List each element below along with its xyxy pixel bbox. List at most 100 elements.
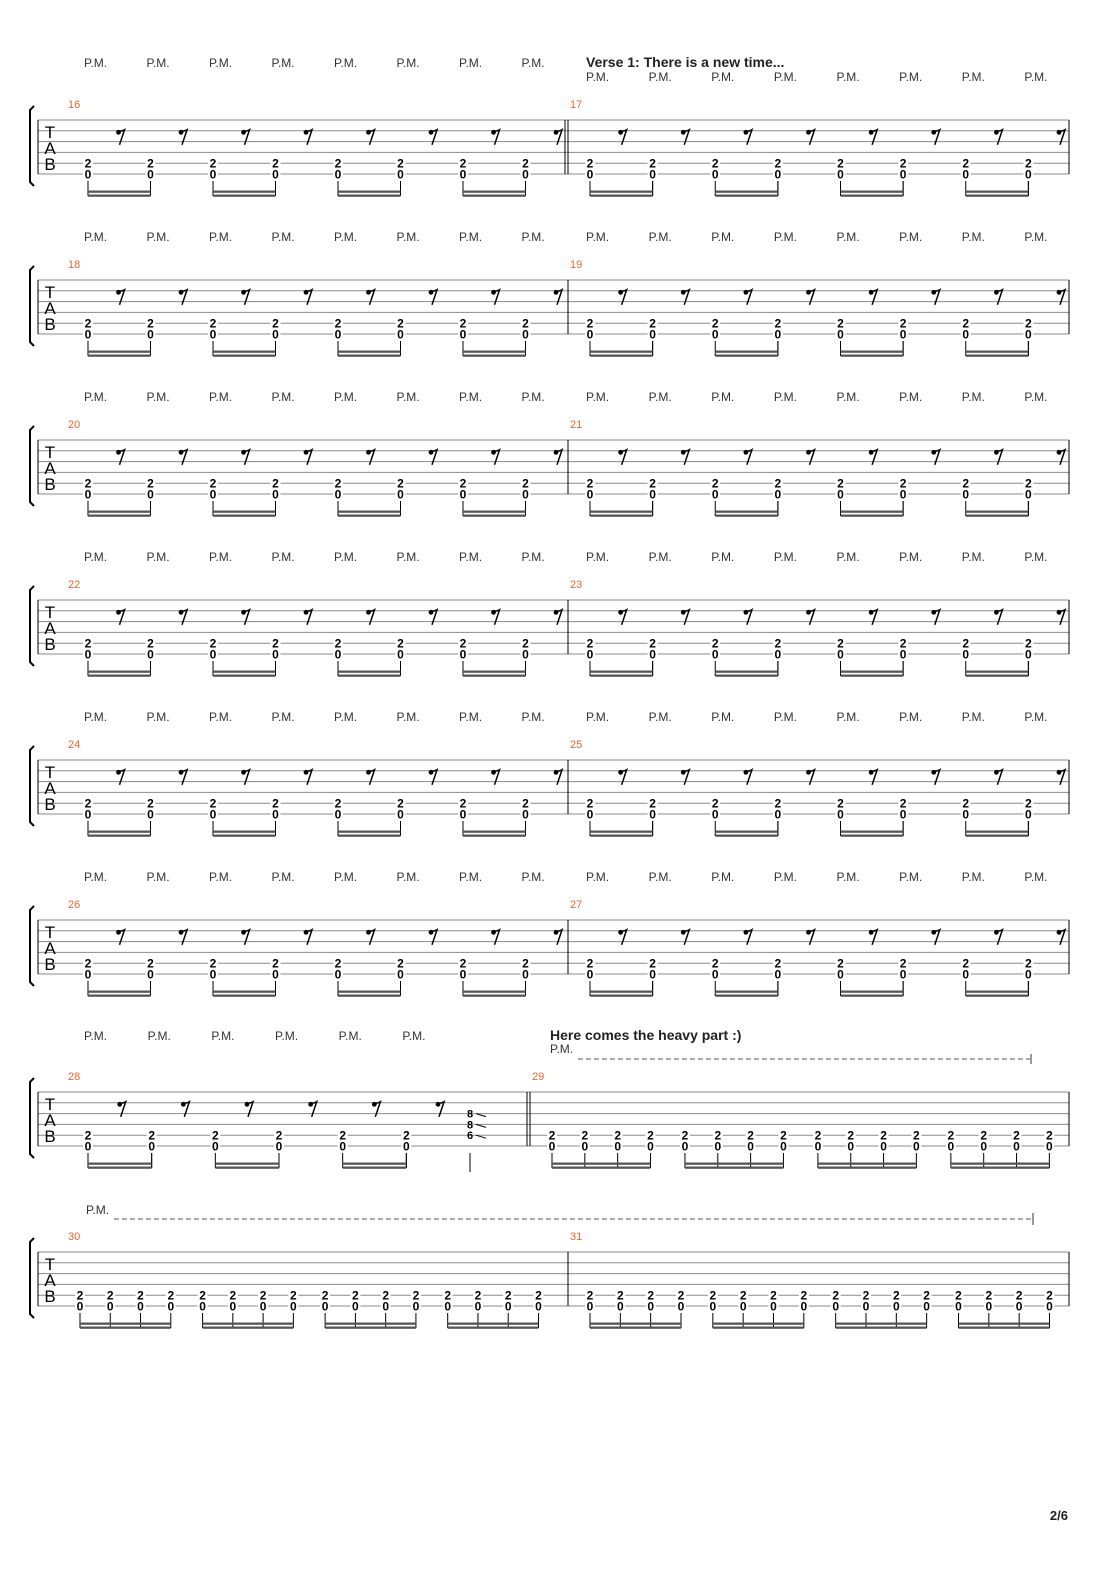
fret-number: 2 xyxy=(272,957,279,971)
fret-number: 2 xyxy=(210,637,217,651)
fret-number: 0 xyxy=(712,808,719,822)
tab-clef-letter: T xyxy=(45,763,55,782)
palm-mute-label: P.M. xyxy=(147,56,170,70)
beam xyxy=(958,1322,1050,1325)
fret-number: 0 xyxy=(1025,968,1032,982)
fret-number: 2 xyxy=(900,637,907,651)
beam xyxy=(213,190,276,193)
fret-number: 0 xyxy=(335,488,342,502)
palm-mute-label: P.M. xyxy=(899,390,922,404)
fret-number: 0 xyxy=(549,1140,556,1154)
eighth-rest xyxy=(178,127,189,146)
fret-number: 2 xyxy=(1025,637,1032,651)
fret-number: 0 xyxy=(837,168,844,182)
tab-clef-letter: T xyxy=(45,923,55,942)
tab-note: 20 xyxy=(472,1289,483,1314)
fret-number: 0 xyxy=(837,648,844,662)
palm-mute-label: P.M. xyxy=(1024,550,1047,564)
tab-system: TAB2020P.M.20P.M.20P.M.20P.M.20P.M.20P.M… xyxy=(29,390,1070,517)
fret-number: 0 xyxy=(712,648,719,662)
tab-clef-letter: T xyxy=(45,283,55,302)
palm-mute-label: P.M. xyxy=(84,550,107,564)
tab-note: 20 xyxy=(83,637,93,662)
eighth-rest xyxy=(743,767,754,786)
beam xyxy=(463,190,526,193)
tab-clef-letter: A xyxy=(44,1111,56,1130)
beam xyxy=(840,670,904,673)
tab-note: 20 xyxy=(458,157,468,182)
tab-note: 20 xyxy=(208,957,218,982)
tab-note: 20 xyxy=(978,1129,989,1154)
tab-note: 20 xyxy=(83,1129,93,1154)
tab-note: 20 xyxy=(921,1289,932,1314)
fret-number: 2 xyxy=(276,1129,283,1143)
fret-number: 0 xyxy=(522,488,529,502)
section-annotation: Verse 1: There is a new time... xyxy=(586,54,784,70)
tab-system: TAB1820P.M.20P.M.20P.M.20P.M.20P.M.20P.M… xyxy=(29,230,1070,357)
fret-number: 2 xyxy=(649,797,656,811)
palm-mute-label: P.M. xyxy=(649,710,672,724)
eighth-rest xyxy=(618,127,629,146)
fret-number: 0 xyxy=(900,328,907,342)
eighth-rest xyxy=(931,767,942,786)
fret-number: 0 xyxy=(335,648,342,662)
eighth-rest xyxy=(553,127,564,146)
fret-number: 0 xyxy=(272,328,279,342)
beam xyxy=(715,990,778,993)
beam xyxy=(552,1162,651,1165)
fret-number: 0 xyxy=(397,488,404,502)
fret-number: 2 xyxy=(335,477,342,491)
tab-note: 20 xyxy=(710,957,721,982)
tab-note: 20 xyxy=(270,637,281,662)
palm-mute-label: P.M. xyxy=(339,1029,362,1043)
eighth-rest xyxy=(1056,607,1067,626)
beam xyxy=(342,1166,407,1169)
palm-mute-label: P.M. xyxy=(402,1029,425,1043)
beam xyxy=(213,350,276,353)
beam xyxy=(965,350,1029,353)
beam xyxy=(965,990,1029,993)
fret-number: 0 xyxy=(460,968,467,982)
fret-number: 0 xyxy=(85,808,92,822)
tab-note: 20 xyxy=(395,797,406,822)
fret-number: 0 xyxy=(747,1140,754,1154)
fret-number: 2 xyxy=(587,1289,594,1303)
fret-number: 2 xyxy=(272,317,279,331)
measure: 2120P.M.20P.M.20P.M.20P.M.20P.M.20P.M.20… xyxy=(570,390,1067,517)
tab-note: 20 xyxy=(1014,1289,1025,1314)
fret-number: 2 xyxy=(148,1129,155,1143)
measure-number: 29 xyxy=(532,1071,544,1083)
fret-number: 2 xyxy=(85,477,92,491)
fret-number: 2 xyxy=(712,477,719,491)
fret-number: 2 xyxy=(962,317,969,331)
tab-clef-letter: B xyxy=(44,635,55,654)
palm-mute-label: P.M. xyxy=(962,230,985,244)
tab-note: 20 xyxy=(1023,797,1034,822)
beam xyxy=(590,990,653,993)
fret-number: 2 xyxy=(77,1289,84,1303)
tab-note: 20 xyxy=(645,1129,656,1154)
eighth-rest xyxy=(806,927,816,946)
tab-note: 20 xyxy=(1023,477,1034,502)
eighth-rest xyxy=(743,607,754,626)
tab-note: 20 xyxy=(337,1129,348,1154)
tab-note: 20 xyxy=(772,317,783,342)
fret-number: 2 xyxy=(955,1289,962,1303)
beam xyxy=(325,1322,416,1325)
fret-number: 2 xyxy=(335,157,342,171)
fret-number: 0 xyxy=(137,1300,144,1314)
eighth-rest xyxy=(491,447,501,466)
fret-number: 2 xyxy=(587,157,594,171)
fret-number: 0 xyxy=(614,1140,621,1154)
fret-number: 0 xyxy=(647,1300,654,1314)
tab-note: 20 xyxy=(772,637,783,662)
beam xyxy=(684,1162,784,1165)
eighth-rest xyxy=(116,447,126,466)
fret-number: 0 xyxy=(522,808,529,822)
tab-note: 20 xyxy=(835,637,846,662)
beam xyxy=(213,990,276,993)
eighth-rest xyxy=(1056,767,1067,786)
fret-number: 2 xyxy=(522,477,529,491)
palm-mute-label: P.M. xyxy=(272,870,295,884)
system-bracket xyxy=(29,1077,35,1159)
